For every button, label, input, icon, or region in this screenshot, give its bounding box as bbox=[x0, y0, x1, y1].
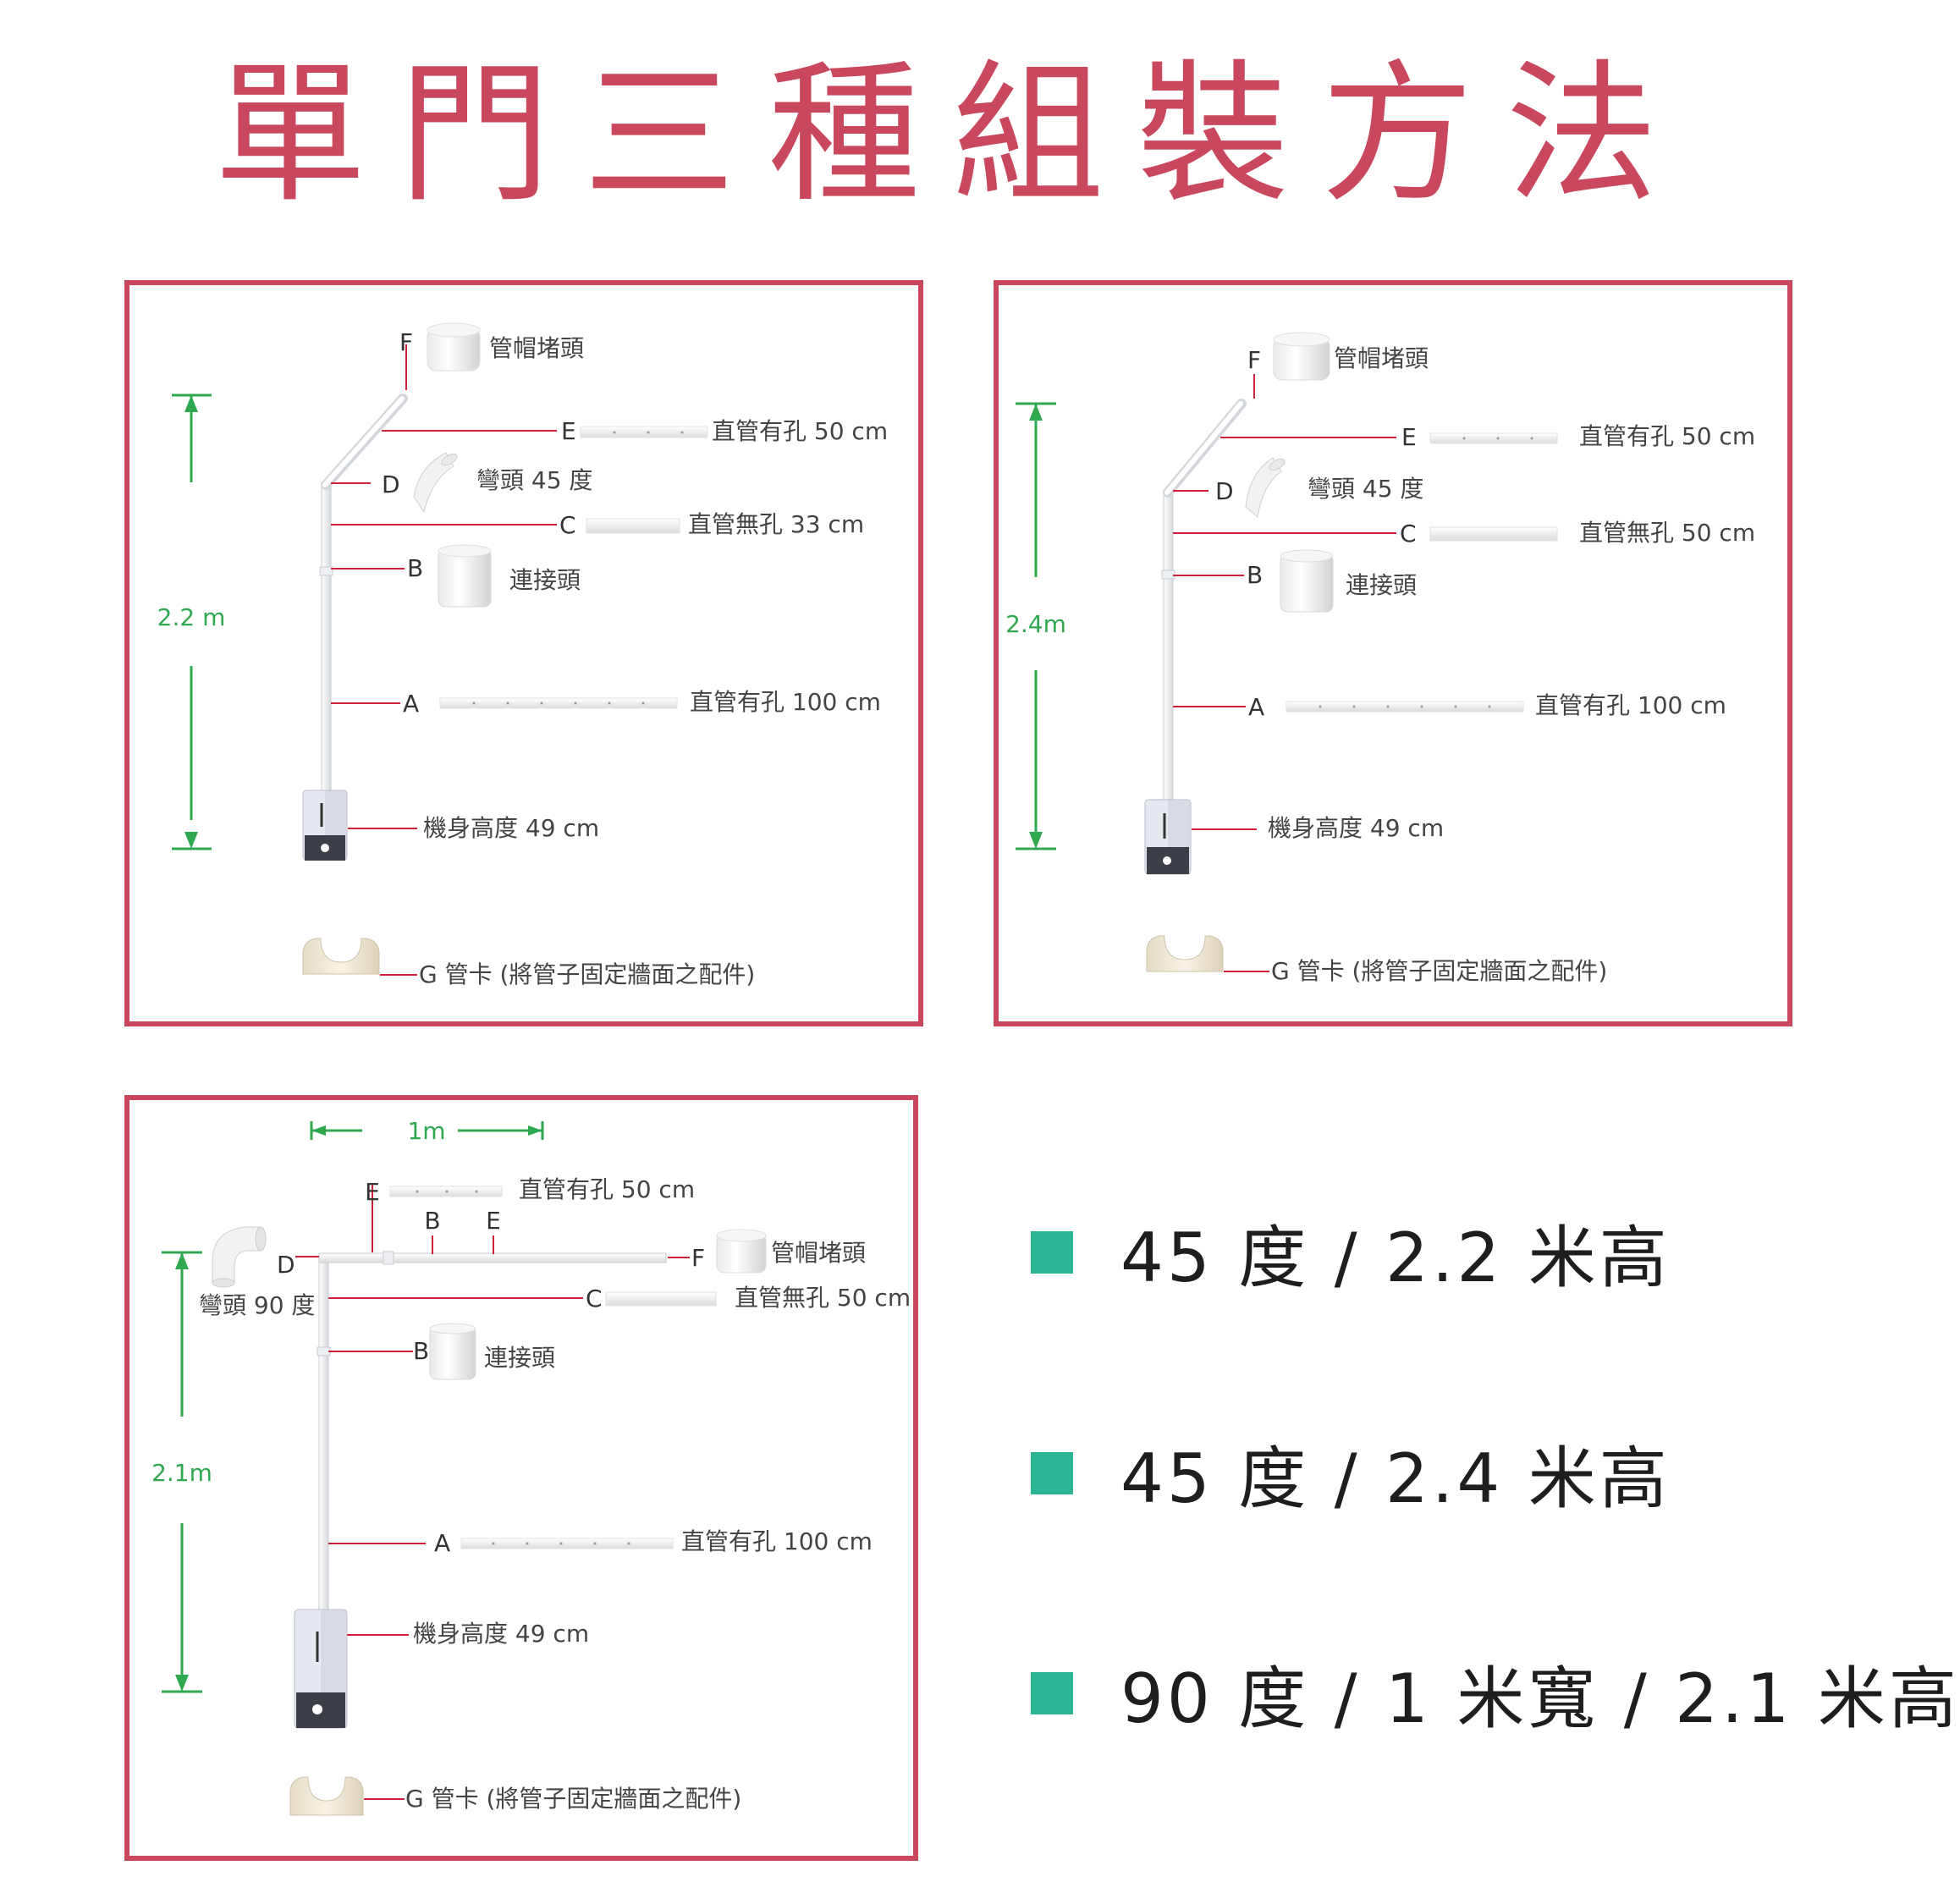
pipe-e-icon bbox=[389, 1186, 503, 1197]
part-a-label: 直管有孔 100 cm bbox=[1535, 691, 1726, 719]
assembly-panel-45-2-2m: 2.2 m F 管帽堵頭 E 直管有孔 50 cm D 彎頭 45 度 C bbox=[124, 280, 923, 1026]
humidifier-body bbox=[302, 790, 348, 861]
part-e-label: 直管有孔 50 cm bbox=[712, 417, 888, 445]
option-text: 45 度 / 2.2 米高 bbox=[1120, 1219, 1671, 1297]
humidifier-body bbox=[1144, 799, 1192, 875]
bullet-square-icon bbox=[1031, 1452, 1073, 1494]
height-dimension: 2.2 m bbox=[157, 393, 226, 850]
part-d-label: 彎頭 90 度 bbox=[199, 1291, 315, 1319]
option-text: 45 度 / 2.4 米高 bbox=[1120, 1439, 1671, 1518]
option-item-45-2-4: 45 度 / 2.4 米高 bbox=[1031, 1435, 1671, 1518]
pipe-e-icon bbox=[1429, 432, 1558, 444]
option-item-90-1-2-1: 90 度 / 1 米寬 / 2.1 米高 bbox=[1031, 1655, 1960, 1738]
pipe-cap-icon bbox=[427, 322, 481, 371]
assembly-panel-90-1m-2-1m: 1m 2.1m E 直管有孔 50 cm B E F bbox=[124, 1095, 918, 1861]
height-label: 2.1m bbox=[151, 1459, 212, 1487]
assembled-pipe bbox=[319, 393, 408, 792]
elbow-45-icon bbox=[413, 452, 458, 514]
bullet-square-icon bbox=[1031, 1672, 1073, 1714]
part-c-label: 直管無孔 50 cm bbox=[735, 1284, 911, 1312]
elbow-45-icon bbox=[1245, 457, 1286, 518]
part-b-letter: B bbox=[407, 554, 423, 582]
part-d-label: 彎頭 45 度 bbox=[476, 466, 592, 494]
height-label: 2.2 m bbox=[157, 603, 226, 631]
part-a-letter: A bbox=[434, 1529, 450, 1557]
part-f-letter: F bbox=[1247, 346, 1261, 374]
pipe-a-icon bbox=[460, 1538, 674, 1549]
part-b-label: 連接頭 bbox=[1346, 571, 1417, 599]
part-b-label: 連接頭 bbox=[509, 566, 581, 594]
part-e-top-letter: E bbox=[486, 1207, 501, 1235]
part-c-letter: C bbox=[559, 511, 576, 539]
part-b-label: 連接頭 bbox=[484, 1344, 555, 1372]
part-f-label: 管帽堵頭 bbox=[771, 1239, 866, 1267]
part-e-letter: E bbox=[1401, 423, 1417, 451]
pipe-cap-icon bbox=[1273, 332, 1330, 381]
part-f-letter: F bbox=[399, 328, 413, 356]
part-b-top-letter: B bbox=[424, 1207, 440, 1235]
part-g-label: G 管卡 (將管子固定牆面之配件) bbox=[405, 1785, 741, 1813]
bullet-square-icon bbox=[1031, 1231, 1073, 1274]
connector-icon bbox=[429, 1323, 476, 1380]
part-c-label: 直管無孔 33 cm bbox=[688, 510, 864, 538]
part-f-label: 管帽堵頭 bbox=[1334, 344, 1429, 372]
part-d-letter: D bbox=[1215, 477, 1234, 505]
part-a-letter: A bbox=[403, 690, 419, 718]
pipe-c-icon bbox=[605, 1291, 717, 1307]
part-d-label: 彎頭 45 度 bbox=[1308, 475, 1423, 503]
part-c-label: 直管無孔 50 cm bbox=[1579, 519, 1755, 547]
part-b-letter: B bbox=[413, 1337, 429, 1365]
part-a-letter: A bbox=[1248, 693, 1264, 721]
pipe-clip-icon bbox=[1146, 935, 1224, 972]
part-c-letter: C bbox=[1400, 520, 1417, 548]
body-height-label: 機身高度 49 cm bbox=[1268, 814, 1444, 842]
part-e-label: 直管有孔 50 cm bbox=[519, 1175, 695, 1203]
pipe-a-icon bbox=[439, 697, 678, 709]
part-a-label: 直管有孔 100 cm bbox=[690, 688, 881, 716]
connector-icon bbox=[438, 544, 492, 608]
connector-icon bbox=[1280, 549, 1334, 613]
height-dimension: 2.1m bbox=[151, 1251, 212, 1693]
option-text: 90 度 / 1 米寬 / 2.1 米高 bbox=[1120, 1659, 1960, 1738]
part-a-label: 直管有孔 100 cm bbox=[681, 1527, 873, 1555]
width-label: 1m bbox=[407, 1117, 445, 1145]
pipe-c-icon bbox=[586, 518, 680, 534]
part-g-label: G 管卡 (將管子固定牆面之配件) bbox=[1271, 957, 1607, 985]
body-height-label: 機身高度 49 cm bbox=[413, 1620, 589, 1648]
pipe-clip-icon bbox=[302, 938, 380, 975]
part-f-label: 管帽堵頭 bbox=[489, 334, 584, 362]
part-c-letter: C bbox=[586, 1285, 603, 1312]
pipe-c-icon bbox=[1429, 526, 1558, 542]
elbow-90-icon bbox=[212, 1226, 267, 1288]
part-f-letter: F bbox=[691, 1244, 705, 1272]
part-g-label: G 管卡 (將管子固定牆面之配件) bbox=[419, 960, 755, 988]
width-dimension: 1m bbox=[310, 1117, 544, 1145]
pipe-clip-icon bbox=[289, 1776, 364, 1816]
height-label: 2.4m bbox=[1005, 610, 1066, 638]
option-item-45-2-2: 45 度 / 2.2 米高 bbox=[1031, 1214, 1671, 1297]
assembly-panel-45-2-4m: 2.4m F 管帽堵頭 E 直管有孔 50 cm D 彎頭 45 度 C 直管無… bbox=[994, 280, 1792, 1026]
part-d-letter: D bbox=[277, 1251, 295, 1279]
assembled-pipe bbox=[1161, 399, 1247, 802]
part-b-letter: B bbox=[1247, 561, 1263, 589]
part-e-label: 直管有孔 50 cm bbox=[1579, 422, 1755, 450]
part-d-letter: D bbox=[382, 470, 400, 498]
pipe-cap-icon bbox=[716, 1229, 767, 1274]
height-dimension: 2.4m bbox=[1005, 402, 1066, 850]
part-e-letter: E bbox=[365, 1178, 380, 1206]
body-height-label: 機身高度 49 cm bbox=[423, 814, 599, 842]
pipe-e-icon bbox=[580, 426, 708, 438]
pipe-a-icon bbox=[1286, 701, 1524, 713]
page-title: 單門三種組裝方法 bbox=[213, 47, 1690, 223]
part-e-letter: E bbox=[561, 417, 576, 445]
humidifier-body bbox=[294, 1609, 348, 1729]
